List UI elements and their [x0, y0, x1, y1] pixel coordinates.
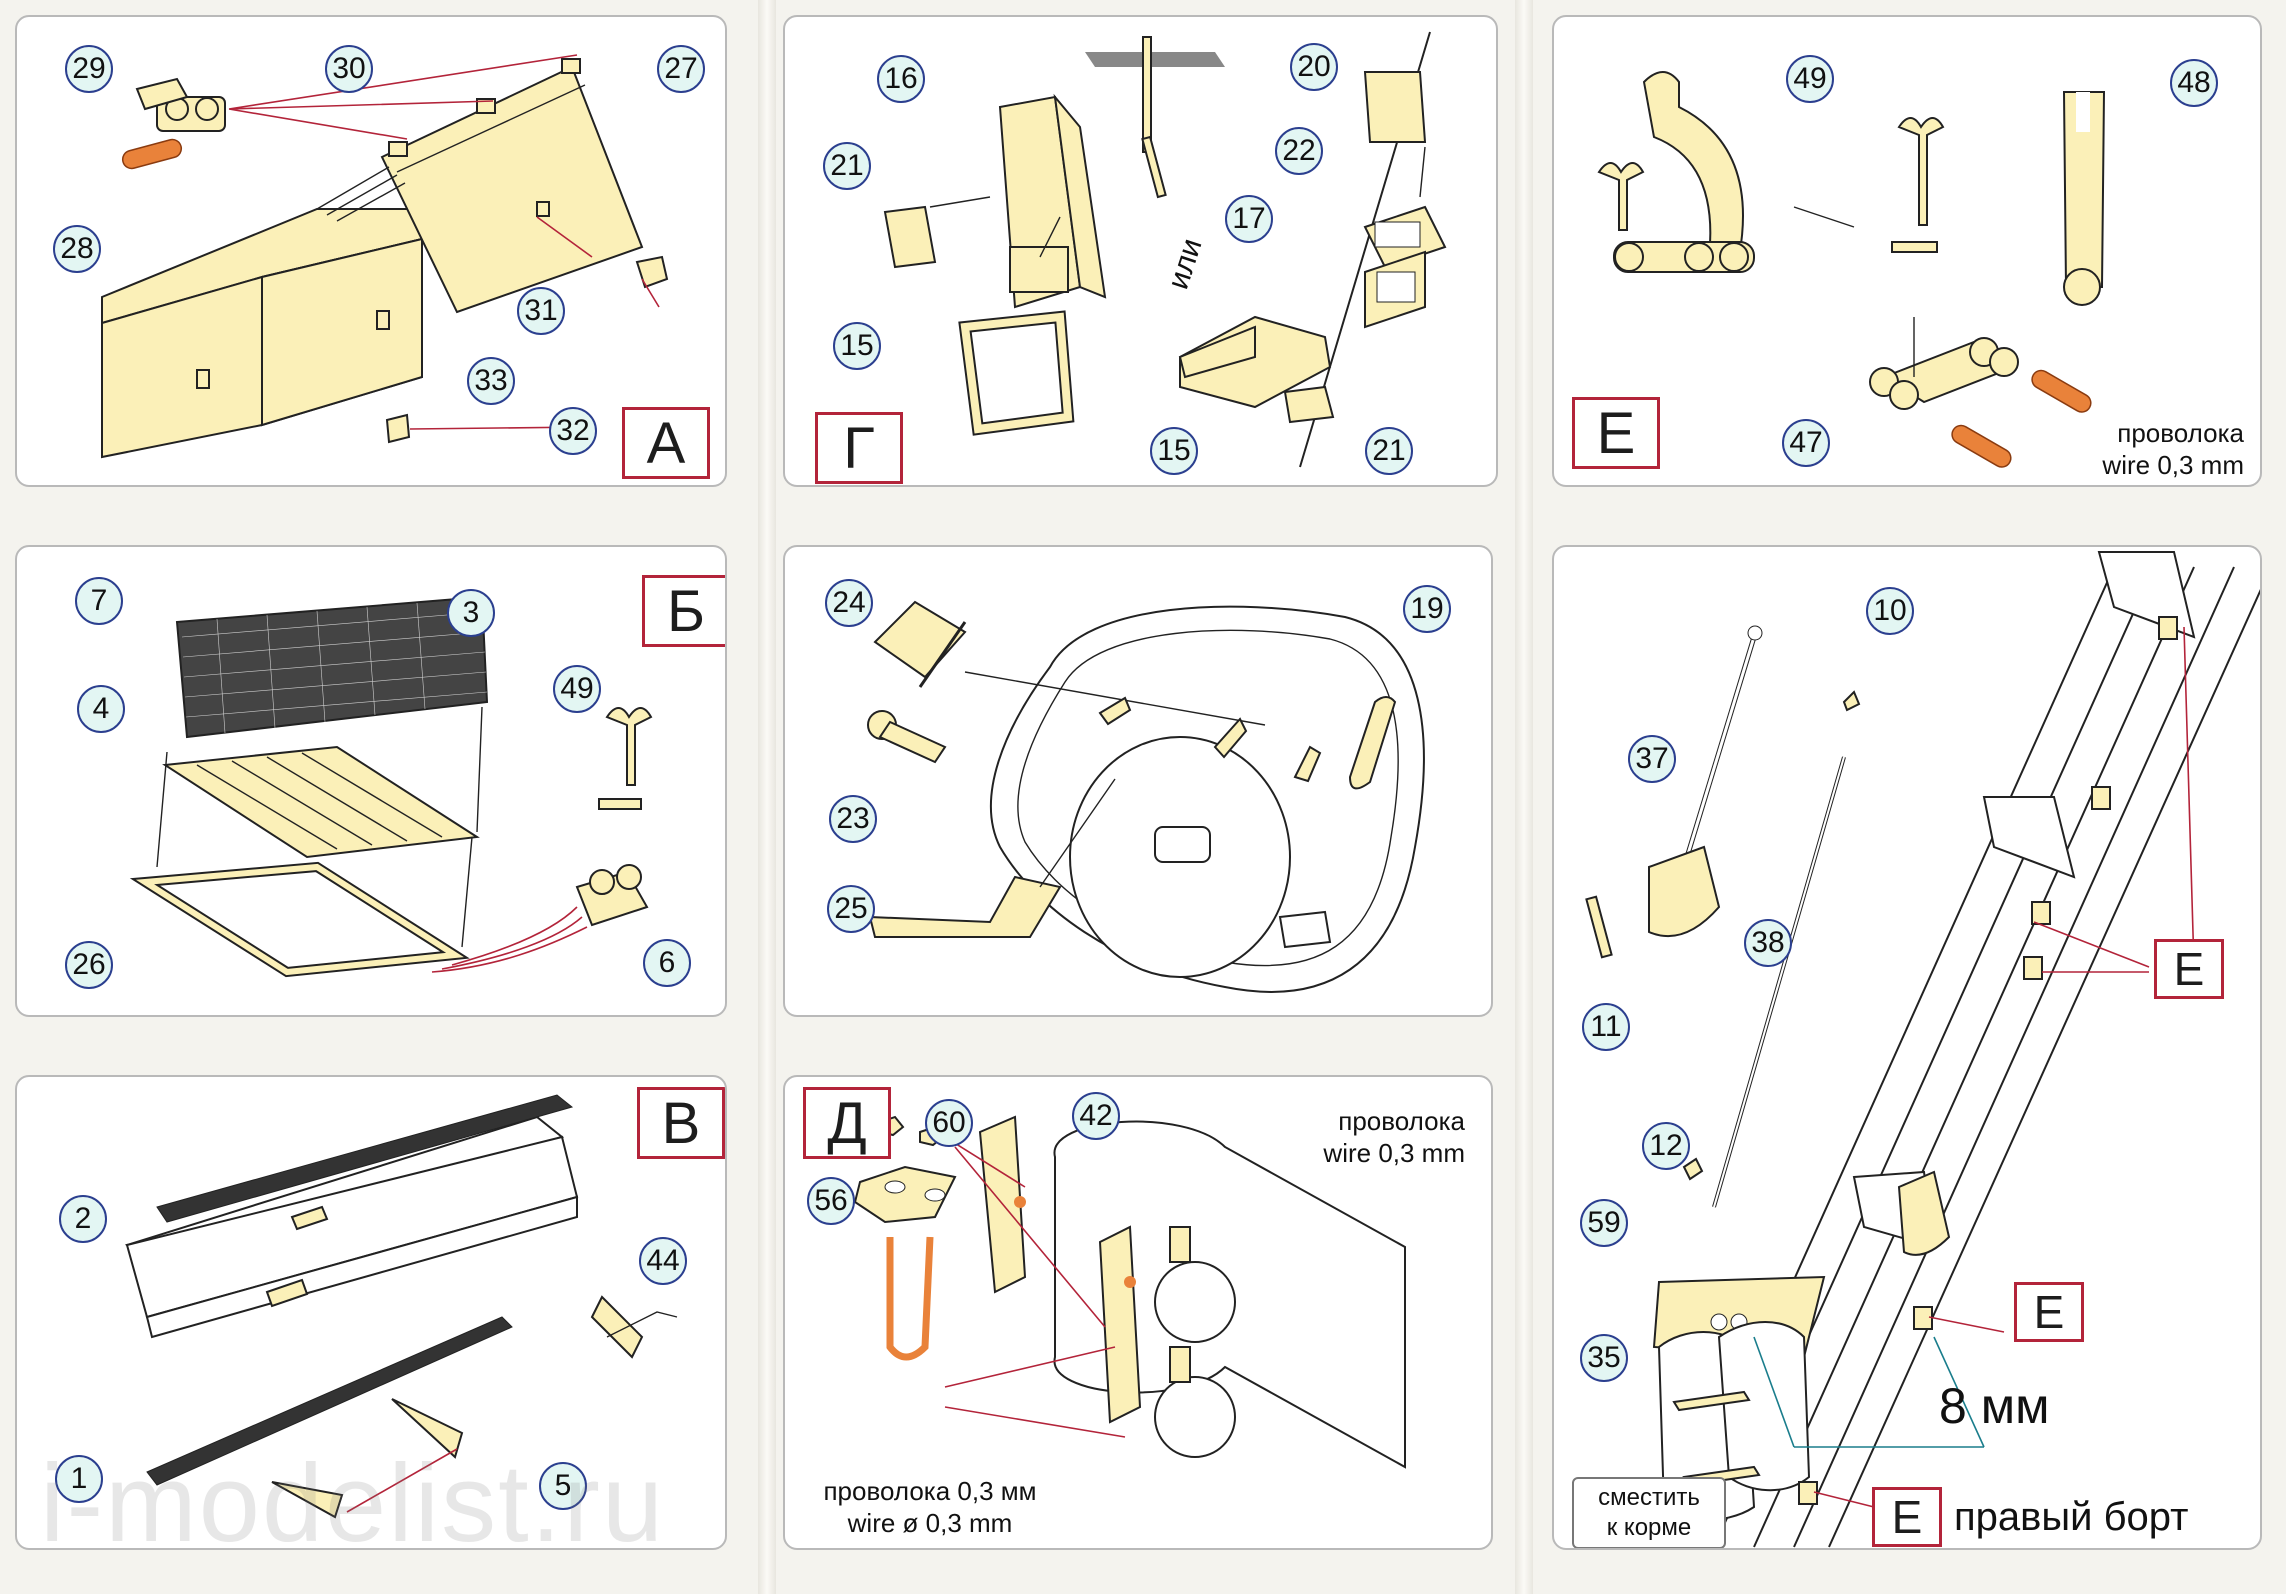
wire-note-ru-2: проволока 0,3 мм — [823, 1476, 1037, 1506]
step-marker: Е — [1572, 397, 1660, 469]
mount-ref-e: Е — [2154, 939, 2224, 999]
part-label: 26 — [65, 941, 113, 989]
part-label: 11 — [1582, 1003, 1630, 1051]
wire-note-en: wire 0,3 mm — [1323, 1138, 1465, 1168]
panel-step-e: 49 48 47 проволока wire 0,3 mm Е — [1552, 15, 2262, 487]
diagram-step-g — [883, 31, 1447, 468]
part-label: 29 — [65, 45, 113, 93]
part-label: 1 — [55, 1455, 103, 1503]
part-label: 49 — [1786, 55, 1834, 103]
part-label: 59 — [1580, 1199, 1628, 1247]
part-label: 24 — [825, 579, 873, 627]
part-label: 37 — [1628, 735, 1676, 783]
panel-step-a: 29 30 27 28 31 33 32 А — [15, 15, 727, 487]
part-label: 6 — [643, 939, 691, 987]
panel-step-d: 60 42 56 проволока wire 0,3 mm проволока… — [783, 1075, 1493, 1550]
part-label: 44 — [639, 1237, 687, 1285]
part-label: 10 — [1866, 587, 1914, 635]
part-label: 16 — [877, 55, 925, 103]
part-label: 33 — [467, 357, 515, 405]
shift-note-line-2: к корме — [1606, 1514, 1692, 1541]
watermark: i-modelist.ru — [40, 1442, 666, 1565]
part-label: 2 — [59, 1195, 107, 1243]
panel-hatch: 24 19 23 25 — [783, 545, 1493, 1017]
part-label: 15 — [833, 322, 881, 370]
part-label: 56 — [807, 1177, 855, 1225]
diagram-hatch — [867, 600, 1425, 993]
step-marker: Б — [642, 575, 725, 647]
part-label: 60 — [925, 1099, 973, 1147]
diagram-step-e — [1597, 71, 2106, 468]
part-label: 47 — [1782, 419, 1830, 467]
side-label: правый борт — [1954, 1495, 2189, 1539]
part-label: 17 — [1225, 195, 1273, 243]
panel-step-b: 7 3 4 49 26 6 Б — [15, 545, 727, 1017]
part-label: 12 — [1642, 1122, 1690, 1170]
wire-note-en: wire 0,3 mm — [2102, 450, 2244, 480]
diagram-step-d — [853, 1115, 1406, 1469]
wire-note-ru: проволока — [2117, 418, 2244, 448]
part-label: 3 — [447, 589, 495, 637]
step-marker: Г — [815, 412, 903, 484]
part-label: 32 — [549, 407, 597, 455]
part-label: 22 — [1275, 127, 1323, 175]
part-label: 4 — [77, 685, 125, 733]
part-label: 25 — [827, 885, 875, 933]
step-marker: В — [637, 1087, 725, 1159]
part-label: 21 — [823, 142, 871, 190]
diagram-side-assembly — [1585, 551, 2260, 1548]
wire-note-en-2: wire ø 0,3 mm — [847, 1508, 1013, 1538]
panel-side-assembly: 10 37 38 11 12 59 35 Е Е Е 8 мм сместить… — [1552, 545, 2262, 1550]
diagram-step-v — [125, 1094, 678, 1519]
part-label: 5 — [539, 1462, 587, 1510]
part-label: 35 — [1580, 1334, 1628, 1382]
diagram-step-a — [101, 54, 669, 459]
part-label: 28 — [53, 225, 101, 273]
panel-step-g: 16 21 15 20 22 17 15 21 или Г — [783, 15, 1498, 487]
part-label: 38 — [1744, 919, 1792, 967]
mount-ref-e: Е — [2014, 1282, 2084, 1342]
part-label: 31 — [517, 287, 565, 335]
panel-step-v: 2 44 1 5 В — [15, 1075, 727, 1550]
mount-ref-e: Е — [1872, 1487, 1942, 1547]
part-label: 27 — [657, 45, 705, 93]
part-label: 23 — [829, 795, 877, 843]
part-label: 42 — [1072, 1092, 1120, 1140]
part-label: 48 — [2170, 59, 2218, 107]
part-label: 15 — [1150, 427, 1198, 475]
shift-note: сместить к корме — [1572, 1477, 1726, 1548]
shift-note-line-1: сместить — [1598, 1484, 1700, 1511]
step-marker: А — [622, 407, 710, 479]
part-label: 19 — [1403, 585, 1451, 633]
dimension-label: 8 мм — [1939, 1378, 2050, 1434]
part-label: 21 — [1365, 427, 1413, 475]
part-label: 7 — [75, 577, 123, 625]
part-label: 20 — [1290, 43, 1338, 91]
part-label: 49 — [553, 665, 601, 713]
diagram-step-b — [129, 595, 653, 978]
step-marker: Д — [803, 1087, 891, 1159]
part-label: 30 — [325, 45, 373, 93]
wire-note-ru: проволока — [1338, 1106, 1465, 1136]
